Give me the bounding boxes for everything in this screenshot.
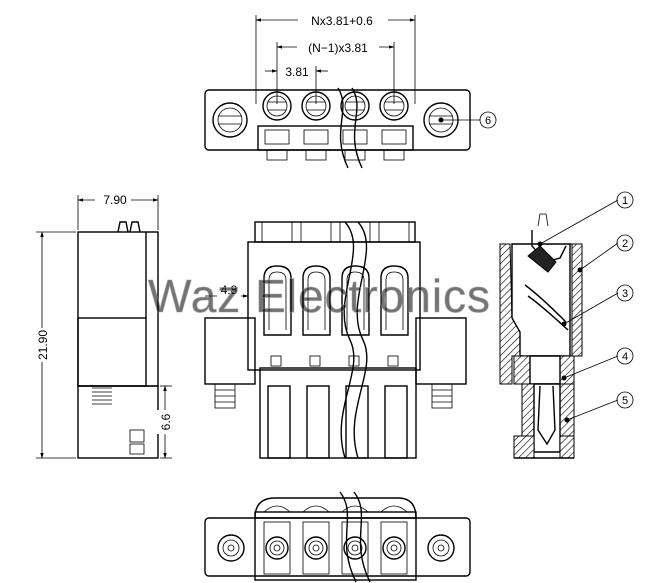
callout-4: 4 <box>616 347 634 365</box>
callout-label-3: 3 <box>622 288 628 300</box>
height-dimension: 21.90 <box>36 330 50 360</box>
callout-2: 2 <box>616 234 634 252</box>
callout-6: 6 <box>479 111 497 129</box>
span-dimension: (N−1)x3.81 <box>308 41 368 55</box>
callout-label-1: 1 <box>622 195 628 207</box>
pitch-dimension: 3.81 <box>285 65 309 79</box>
section-view <box>438 117 619 459</box>
depth-dimension: 7.90 <box>103 193 127 207</box>
callout-3: 3 <box>616 284 634 302</box>
side-view <box>34 192 173 459</box>
watermark: Waz Electronics <box>148 270 491 322</box>
callout-label-5: 5 <box>622 395 628 407</box>
front-view <box>204 221 467 459</box>
callout-1: 1 <box>616 191 634 209</box>
overall-width-dimension: Nx3.81+0.6 <box>311 14 373 28</box>
flange-dimension: 4.8 <box>221 283 238 297</box>
top-view <box>204 13 471 169</box>
callout-label-4: 4 <box>622 351 628 363</box>
lower-dimension: 6.6 <box>159 413 173 430</box>
callout-label-6: 6 <box>485 115 491 127</box>
callout-5: 5 <box>616 391 634 409</box>
bottom-view <box>204 491 471 583</box>
callout-label-2: 2 <box>622 238 628 250</box>
